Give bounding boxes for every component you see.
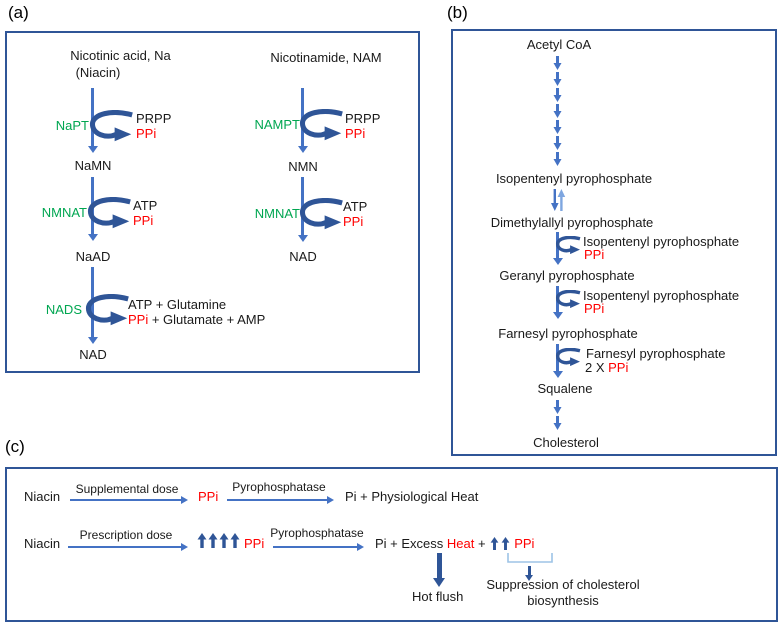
dashed-arrow-icon: [553, 152, 562, 166]
byproduct-prefix: 2 X: [585, 360, 609, 375]
dashed-arrow-icon: [553, 400, 562, 414]
bidirectional-arrow-icon: [551, 189, 566, 211]
panel-a-label: (a): [8, 3, 29, 22]
node-nicotinamide: Nicotinamide, NAM: [270, 50, 382, 65]
enzyme-nampt: NAMPT: [254, 117, 301, 132]
up-arrow-icon: [490, 537, 499, 550]
up-arrow-icon: [501, 537, 510, 550]
right-arrow-icon: [68, 546, 185, 548]
node-nad-left: NAD: [79, 347, 107, 362]
cosubstrate-label: ATP: [133, 198, 158, 213]
cosubstrate-label: Isopentenyl pyrophosphate: [583, 234, 740, 249]
hot-flush-label: Hot flush: [412, 589, 464, 604]
down-arrow-icon: [87, 88, 98, 153]
node-nad-right: NAD: [289, 249, 317, 264]
product-heat: Heat: [446, 536, 475, 551]
byproduct-ppi: PPi: [608, 360, 629, 375]
reaction-swoosh-icon: [85, 294, 129, 326]
dose-label-supplemental: Supplemental dose: [75, 482, 179, 496]
byproduct-label: 2 X PPi: [585, 360, 628, 375]
panel-b-box: [451, 29, 777, 456]
node-nmn: NMN: [288, 159, 318, 174]
node-ppi-row1: PPi: [198, 489, 219, 504]
node-dimethylallyl-pp: Dimethylallyl pyrophosphate: [490, 215, 654, 230]
dashed-arrow-icon: [553, 120, 562, 134]
down-arrow-icon: [433, 553, 445, 587]
node-geranyl-pp: Geranyl pyrophosphate: [499, 268, 635, 283]
suppression-label-line1: Suppression of cholesterol: [486, 577, 640, 592]
byproduct-label: PPi + Glutamate + AMP: [128, 312, 265, 327]
dashed-arrow-icon: [553, 104, 562, 118]
node-naad: NaAD: [75, 249, 111, 264]
right-arrow-icon: [227, 499, 331, 501]
reaction-swoosh-icon: [299, 109, 343, 141]
node-niacin: (Niacin): [75, 65, 121, 80]
dashed-arrow-icon: [553, 72, 562, 86]
dashed-arrow-icon: [553, 56, 562, 70]
reaction-swoosh-icon: [555, 290, 581, 308]
cosubstrate-label: PRPP: [345, 111, 381, 126]
dashed-arrow-icon: [553, 136, 562, 150]
dashed-arrow-icon: [553, 416, 562, 430]
node-niacin-row1: Niacin: [24, 489, 61, 504]
node-acetyl-coa: Acetyl CoA: [526, 37, 592, 52]
right-arrow-icon: [273, 546, 361, 548]
byproduct-rest: + Glutamate + AMP: [148, 312, 266, 327]
node-namn: NaMN: [74, 158, 112, 173]
enzyme-napt: NaPT: [55, 118, 89, 133]
product-plus: +: [474, 536, 490, 551]
node-nicotinic-acid: Nicotinic acid, Na: [70, 48, 171, 63]
enzyme-label-pyrophosphatase-row2: Pyrophosphatase: [270, 526, 364, 540]
up-arrow-icon: [230, 533, 240, 548]
reaction-swoosh-icon: [87, 197, 131, 229]
node-squalene: Squalene: [537, 381, 593, 396]
byproduct-label: PPi: [584, 247, 605, 262]
up-arrow-icon: [219, 533, 229, 548]
node-ppi-row2: PPi: [244, 536, 265, 551]
enzyme-nmnat: NMNAT: [41, 205, 87, 220]
up-arrow-icon: [197, 533, 207, 548]
cosubstrate-label: Farnesyl pyrophosphate: [586, 346, 726, 361]
byproduct-label: PPi: [584, 301, 605, 316]
byproduct-label: PPi: [133, 213, 154, 228]
enzyme-label-pyrophosphatase-row1: Pyrophosphatase: [232, 480, 326, 494]
product-ppi: PPi: [514, 536, 535, 551]
right-arrow-icon: [70, 499, 185, 501]
reaction-swoosh-icon: [89, 110, 133, 142]
bracket-icon: [507, 553, 553, 563]
down-arrow-icon: [525, 566, 533, 581]
node-farnesyl-pp: Farnesyl pyrophosphate: [498, 326, 638, 341]
dashed-arrow-icon: [553, 88, 562, 102]
panel-c-box: [5, 467, 778, 622]
cosubstrate-label: ATP + Glutamine: [128, 297, 227, 312]
reaction-swoosh-icon: [299, 198, 343, 230]
suppression-label-line2: biosynthesis: [527, 593, 599, 608]
node-isopentenyl-pp: Isopentenyl pyrophosphate: [495, 171, 653, 186]
panel-c-label: (c): [5, 437, 25, 456]
cosubstrate-label: PRPP: [136, 111, 172, 126]
byproduct-label: PPi: [343, 214, 364, 229]
cosubstrate-label: ATP: [343, 199, 368, 214]
byproduct-label: PPi: [136, 126, 157, 141]
cosubstrate-label: Isopentenyl pyrophosphate: [583, 288, 740, 303]
up-arrow-icon: [208, 533, 218, 548]
product-row2: Pi + Excess Heat + PPi: [375, 536, 534, 551]
product-part1: Pi + Excess: [375, 536, 447, 551]
dose-label-prescription: Prescription dose: [79, 528, 173, 542]
node-niacin-row2: Niacin: [24, 536, 61, 551]
byproduct-label: PPi: [345, 126, 366, 141]
enzyme-nmnat-right: NMNAT: [254, 206, 300, 221]
byproduct-ppi: PPi: [128, 312, 149, 327]
node-cholesterol: Cholesterol: [533, 435, 599, 450]
product-row1: Pi + Physiological Heat: [345, 489, 479, 504]
reaction-swoosh-icon: [555, 236, 581, 254]
enzyme-nads: NADS: [45, 302, 82, 317]
panel-a-box: [5, 31, 420, 373]
reaction-swoosh-icon: [555, 348, 581, 366]
panel-b-label: (b): [447, 3, 468, 22]
